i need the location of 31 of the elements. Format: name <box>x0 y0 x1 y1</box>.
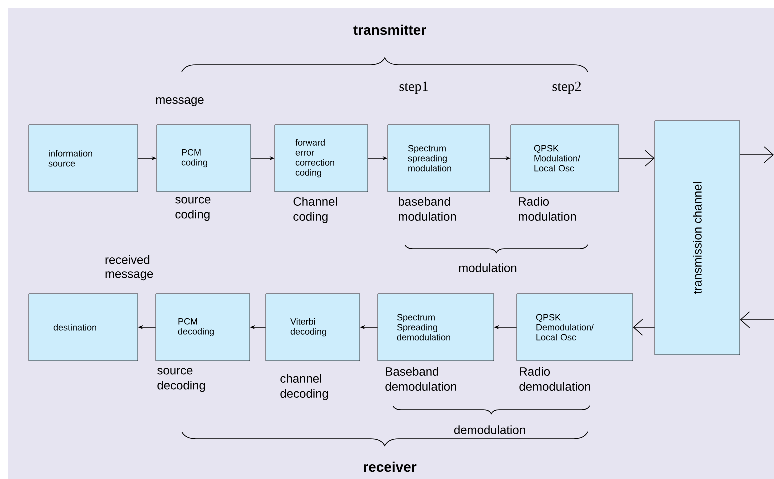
process-box: PCM decoding <box>156 294 250 362</box>
annotation-text: demodulation <box>454 426 526 434</box>
process-box: PCM coding <box>156 124 252 192</box>
annotation-text: message <box>156 98 204 106</box>
step-label: step1 <box>400 82 428 94</box>
arrow <box>633 319 656 336</box>
node-caption: Baseband demodulation <box>386 367 456 391</box>
step-label: step2 <box>552 82 581 94</box>
process-box: Spectrum spreading modulation <box>388 124 490 192</box>
process-box: Spectrum Spreading demodulation <box>378 294 494 362</box>
node-caption: source coding <box>176 197 211 222</box>
node-caption: source decoding <box>158 368 206 392</box>
process-box: information source <box>28 124 138 192</box>
annotation-text: received message <box>106 255 154 281</box>
arrow <box>740 312 774 328</box>
node-caption: Radio modulation <box>519 197 576 221</box>
arrow <box>618 150 655 167</box>
process-box: forward error correction coding <box>274 124 368 192</box>
arrow <box>740 146 774 164</box>
channel-box: transmission channel <box>654 120 740 356</box>
node-caption: baseband modulation <box>398 197 456 221</box>
group-title: receiver <box>364 462 417 472</box>
process-box: QPSK Modulation/ Local Osc <box>510 124 620 192</box>
process-box: QPSK Demodulation/ Local Osc <box>516 294 634 362</box>
process-box: Viterbi decoding <box>266 294 360 362</box>
node-caption: Channel coding <box>294 197 338 224</box>
node-caption: channel decoding <box>280 374 328 400</box>
node-caption: Radio demodulation <box>520 367 590 391</box>
group-title: transmitter <box>354 24 426 36</box>
process-box: destination <box>28 294 138 362</box>
annotation-text: modulation <box>459 264 517 272</box>
